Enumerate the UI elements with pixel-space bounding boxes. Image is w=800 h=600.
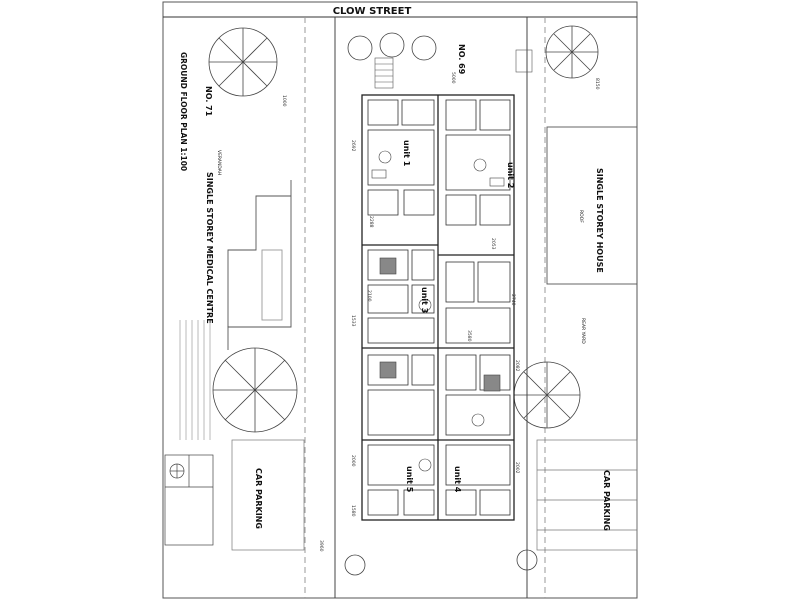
site-boundary (304, 17, 546, 598)
lot-no71: NO. 71 (204, 86, 213, 117)
svg-text:2082: 2082 (514, 360, 520, 372)
svg-text:1533: 1533 (350, 315, 356, 327)
svg-text:1580: 1580 (350, 505, 356, 517)
furniture (371, 150, 505, 472)
single-storey-house-label: SINGLE STOREY HOUSE (595, 168, 604, 273)
roof-label: ROOF (578, 210, 584, 223)
medical-centre-outline (227, 180, 292, 350)
svg-text:1000: 1000 (281, 95, 287, 107)
verandah-label: VERANDAH (216, 150, 222, 175)
svg-text:5000: 5000 (450, 72, 456, 84)
street-trees (344, 32, 538, 576)
svg-text:2288: 2288 (368, 216, 374, 228)
svg-text:3580: 3580 (466, 330, 472, 342)
svg-text:2053: 2053 (490, 238, 496, 250)
unit-5-label: unit 5 (405, 466, 414, 493)
svg-text:2002: 2002 (514, 462, 520, 474)
car-parking-right (536, 439, 638, 551)
unit-1-label: unit 1 (402, 140, 411, 167)
title-block (164, 454, 214, 546)
unit-4-label: unit 4 (453, 466, 462, 493)
notes-block (179, 320, 211, 440)
svg-text:8150: 8150 (594, 78, 600, 90)
neighbour-house-outline (546, 126, 638, 285)
dimensions: 5000 8150 1000 2692 2288 2053 2100 1533 … (281, 72, 600, 552)
tree-lower-left (212, 347, 298, 433)
unit-2-label: unit 2 (506, 162, 515, 188)
svg-text:3960: 3960 (318, 540, 324, 552)
svg-text:2740: 2740 (510, 294, 516, 306)
rear-yard-label: REAR YARD (580, 318, 586, 344)
svg-text:2692: 2692 (350, 140, 356, 152)
car-parking-left (231, 439, 305, 551)
sheet-border (162, 1, 638, 599)
lot-no69: NO. 69 (457, 44, 466, 75)
plan-title: GROUND FLOOR PLAN 1:100 (179, 52, 188, 171)
unit-3-label: unit 3 (420, 287, 429, 313)
building-outline (361, 94, 515, 521)
svg-text:2000: 2000 (350, 455, 356, 467)
interior-walls (367, 99, 511, 516)
car-parking-right-label: CAR PARKING (602, 470, 611, 531)
front-landscaping (374, 49, 533, 89)
tree-top-right (545, 25, 599, 79)
tree-top-left (208, 27, 278, 97)
medical-centre-label: SINGLE STOREY MEDICAL CENTRE (205, 172, 214, 324)
svg-text:2100: 2100 (366, 290, 372, 302)
street-name: CLOW STREET (333, 6, 412, 17)
tree-right (513, 361, 581, 429)
car-parking-left-label: CAR PARKING (254, 468, 263, 529)
